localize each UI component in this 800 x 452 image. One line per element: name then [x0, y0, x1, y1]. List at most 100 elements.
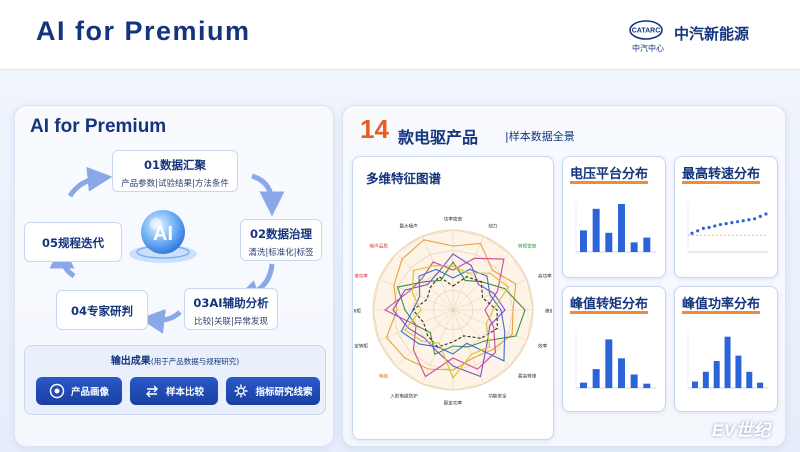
bar: [702, 371, 709, 388]
bar: [713, 361, 720, 388]
radar-axis-label: 功能安全: [488, 392, 507, 399]
radar-axis-label: 峰值转矩: [354, 308, 361, 315]
radar-axis-label: 额定功率: [444, 400, 463, 407]
radar-axis-label: 高功率转速效率: [538, 272, 552, 279]
radar-axis-label: 最高转速: [518, 373, 537, 380]
radar-series-3: [400, 268, 506, 362]
radar-axis-label: 噪声品质: [370, 242, 389, 249]
radar-axis-label: 入射电磁防护: [390, 392, 418, 399]
step-03-title: 03AI辅助分析: [193, 296, 269, 310]
radar-series-0: [385, 239, 517, 371]
voltage-card-title: 电压平台分布: [570, 167, 649, 184]
bar: [630, 374, 638, 388]
sample-compare-label: 样本比较: [165, 387, 204, 398]
bar: [605, 339, 613, 388]
radar-axis-label: 转矩密度: [518, 242, 537, 249]
step-02-title: 02数据治理: [249, 227, 312, 241]
step-01[interactable]: 01数据汇聚 产品参数|试验结果|方法条件: [112, 150, 238, 192]
scatter-point: [724, 222, 728, 226]
product-count-sub: |样本数据全景: [505, 130, 575, 143]
workflow-title: AI for Premium: [30, 116, 167, 137]
brand-name: 中汽新能源: [674, 25, 750, 43]
logo-sub: 中汽中心: [632, 44, 664, 53]
step-02[interactable]: 02数据治理 清洗|标准化|标签: [240, 219, 322, 261]
step-02-sub: 清洗|标准化|标签: [248, 248, 314, 258]
radar-series-6: [404, 265, 510, 380]
torque-chart: [575, 332, 656, 389]
output-title-text: 输出成果: [110, 356, 151, 367]
radar-axis-label: 功率密度: [444, 216, 463, 223]
step-01-sub: 产品参数|试验结果|方法条件: [121, 179, 229, 189]
bar: [618, 204, 625, 252]
radar-axis-label: 电磁: [379, 373, 389, 380]
radar-axis-label: 峰值转速: [545, 308, 552, 315]
bar: [757, 382, 764, 388]
power-chart: [687, 332, 768, 389]
bar: [630, 242, 638, 252]
bar: [592, 369, 600, 388]
watermark: EV世纪: [712, 421, 771, 440]
radar-series-5: [412, 276, 498, 348]
product-profile-icon: [49, 383, 65, 399]
bar: [592, 208, 600, 252]
step-05[interactable]: 05规程迭代: [24, 222, 122, 262]
scatter-point: [707, 225, 711, 230]
gear-icon: [234, 384, 248, 398]
bar: [580, 230, 587, 252]
scatter-point: [713, 224, 717, 228]
voltage-chart: [575, 202, 656, 253]
sample-compare-button[interactable]: 样本比较: [130, 377, 218, 405]
radar-axis-label: 额定转矩: [354, 343, 368, 350]
speed-chart: [687, 202, 768, 253]
sample-compare-icon: [145, 385, 158, 398]
output-note: (用于产品数据与规程研究): [150, 357, 240, 366]
radar-spoke: [378, 279, 454, 311]
catarc-logo-icon: CATARC: [629, 20, 663, 40]
bar: [618, 358, 625, 388]
scatter-point: [696, 229, 700, 233]
voltage-card: [562, 156, 666, 278]
ai-orb-icon: AI: [129, 210, 197, 263]
page-title: AI for Premium: [36, 16, 251, 46]
radar-axis-label: 效率: [538, 343, 548, 350]
bar: [643, 383, 651, 388]
product-count-label: 款电驱产品: [398, 128, 479, 147]
indicator-clue-button[interactable]: 指标研究线索: [226, 377, 320, 405]
speed-card-title: 最高转速分布: [682, 167, 761, 184]
step-03-sub: 比较|关联|异常发现: [194, 317, 268, 327]
scatter-point: [753, 217, 757, 221]
bar: [605, 232, 613, 252]
product-profile-label: 产品画像: [70, 387, 109, 398]
step-04-title: 04专家研判: [70, 304, 133, 318]
torque-card: [562, 286, 666, 412]
torque-card-title: 峰值转矩分布: [570, 297, 649, 314]
bar: [643, 237, 651, 252]
indicator-clue-label: 指标研究线索: [255, 387, 313, 398]
scatter-point: [730, 221, 734, 225]
bar: [746, 371, 753, 388]
step-04[interactable]: 04专家研判: [56, 290, 148, 330]
scatter-point: [747, 218, 751, 222]
product-count: 14: [360, 114, 389, 144]
scatter-point: [758, 214, 762, 218]
scatter-point: [741, 219, 745, 223]
logo-text: CATARC: [632, 28, 661, 35]
product-profile-button[interactable]: 产品画像: [36, 377, 122, 405]
step-01-title: 01数据汇聚: [143, 158, 206, 172]
bar: [692, 381, 698, 388]
header-bar: [0, 0, 800, 70]
scatter-point: [718, 222, 723, 227]
ai-orb-label: AI: [153, 223, 173, 245]
speed-card: [674, 156, 778, 278]
radar-axis-label: 最大噪声: [399, 223, 418, 230]
scatter-point: [764, 212, 768, 216]
scatter-point: [735, 220, 740, 224]
output-title: 输出成果(用于产品数据与规程研究): [24, 352, 326, 367]
radar-spoke: [452, 309, 510, 367]
power-card-title: 峰值功率分布: [682, 297, 761, 314]
scatter-point: [701, 226, 705, 230]
step-03[interactable]: 03AI辅助分析 比较|关联|异常发现: [184, 288, 278, 330]
scatter-point: [690, 231, 694, 235]
radar-axis-label: 峰值功率: [354, 272, 368, 279]
bar: [735, 355, 742, 388]
